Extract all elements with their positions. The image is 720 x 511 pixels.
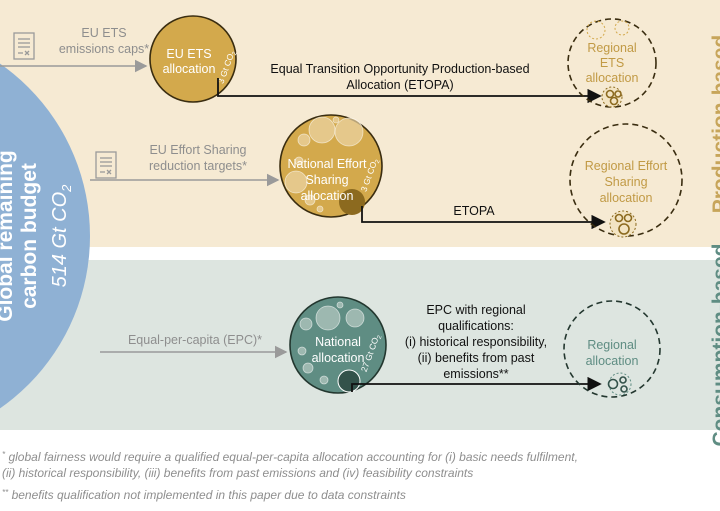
esr-circle-line1: National Effort (288, 157, 368, 171)
etopa-arrow-ets (217, 78, 602, 104)
regional-ets-circle: Regional ETS allocation (567, 18, 657, 108)
budget-title-line1: Global remaining (0, 150, 17, 322)
ets-allocation-circle: EU ETS allocation 3 Gt CO2 (149, 15, 239, 103)
footnote-1-line2: (ii) historical responsibility, (iii) be… (2, 466, 474, 480)
epc-method-line3: (i) historical responsibility, (405, 335, 547, 349)
production-side-label: Production-based (709, 35, 720, 214)
epc-method-line1: EPC with regional (426, 303, 525, 317)
ets-method-line1: Equal Transition Opportunity Production-… (270, 62, 529, 76)
esr-circle-line2: Sharing (305, 173, 348, 187)
budget-value: 514 Gt CO2 (49, 184, 74, 288)
ets-method-line2: Allocation (ETOPA) (346, 78, 453, 92)
esr-method-label: ETOPA (453, 204, 495, 218)
national-circle-line2: allocation (312, 351, 365, 365)
regional-allocation-line2: allocation (586, 354, 639, 368)
regional-allocation-line1: Regional (587, 338, 636, 352)
epc-source-label: Equal-per-capita (EPC)* (128, 333, 262, 347)
footnote-2-mark: ** (2, 488, 9, 497)
national-circle-line1: National (315, 335, 361, 349)
national-allocation-circle: National allocation 27 Gt CO2 (289, 296, 387, 394)
epc-method-line4: (ii) benefits from past (418, 351, 535, 365)
regional-esr-circle: Regional Effort Sharing allocation (569, 123, 683, 238)
regional-ets-line3: allocation (586, 71, 639, 85)
budget-title-line2: carbon budget (18, 163, 41, 309)
footnote-2-text: benefits qualification not implemented i… (11, 488, 406, 502)
ets-source-label-line2: emissions caps* (59, 42, 149, 56)
regional-ets-line1: Regional (587, 41, 636, 55)
etopa-arrow-esr (361, 206, 606, 230)
footnote-1-mark: * (2, 450, 6, 459)
esr-source-label-line1: EU Effort Sharing (149, 143, 246, 157)
regional-ets-line2: ETS (600, 56, 624, 70)
ets-circle-line2: allocation (163, 62, 216, 76)
regional-allocation-circle: Regional allocation (563, 300, 661, 398)
esr-allocation-circle: National Effort Sharing allocation 3 Gt … (279, 114, 383, 218)
ets-document-icon (13, 32, 35, 60)
footnote-1: * global fairness would require a qualif… (2, 449, 578, 481)
esr-source-label-line2: reduction targets* (149, 159, 247, 173)
consumption-side-label: Consumption-based (709, 244, 720, 447)
epc-method-line2: qualifications: (438, 319, 514, 333)
regional-esr-line1: Regional Effort (585, 159, 668, 173)
regional-esr-line3: allocation (600, 191, 653, 205)
regional-esr-line2: Sharing (604, 175, 647, 189)
ets-source-label-line1: EU ETS (81, 26, 126, 40)
ets-circle-line1: EU ETS (166, 47, 211, 61)
epc-arrow (351, 376, 602, 392)
esr-circle-line3: allocation (301, 189, 354, 203)
global-budget-circle: Global remaining carbon budget 514 Gt CO… (0, 63, 90, 409)
footnote-1-line1: global fairness would require a qualifie… (8, 450, 578, 464)
footnote-2: ** benefits qualification not implemente… (2, 487, 406, 503)
epc-method-line5: emissions** (443, 367, 508, 381)
esr-document-icon (95, 151, 117, 179)
